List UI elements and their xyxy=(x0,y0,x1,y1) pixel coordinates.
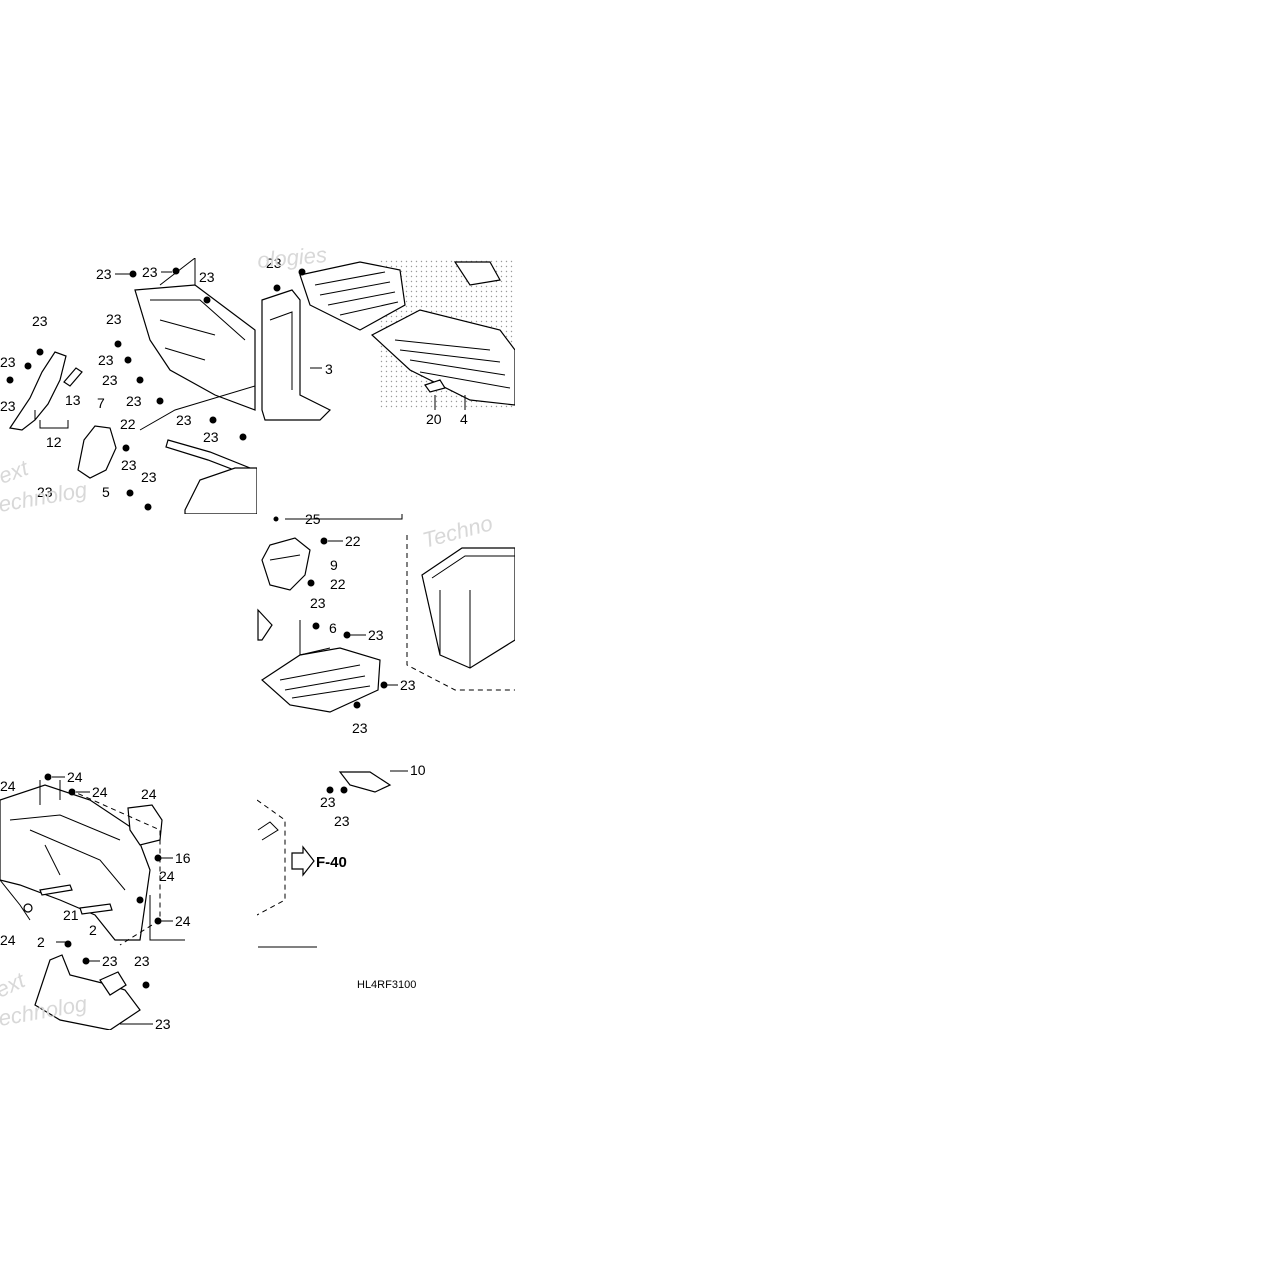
tile-bottom-left xyxy=(0,780,185,1030)
callout-24: 24 xyxy=(67,769,83,785)
callout-2: 21 xyxy=(63,907,79,923)
callout-2: 2 xyxy=(89,922,97,938)
pad-20-part xyxy=(424,379,446,393)
callout-23: 23 xyxy=(310,595,326,611)
callout-23: 23 xyxy=(0,354,16,370)
watermark: ologies xyxy=(256,242,328,273)
callout-23: 23 xyxy=(334,813,350,829)
tray-6-part xyxy=(261,647,381,713)
callout-23: 23 xyxy=(102,953,118,969)
callout-23: 23 xyxy=(320,794,336,810)
fastener-icons xyxy=(6,267,388,989)
callout-23: 23 xyxy=(199,269,215,285)
callout-21: 24 xyxy=(0,932,16,948)
watermark: ext xyxy=(0,455,32,489)
callout-23: 23 xyxy=(98,352,114,368)
guard-7-part xyxy=(77,425,117,479)
callout-23: 23 xyxy=(126,393,142,409)
callout-7: 7 xyxy=(97,395,105,411)
callout-23: 23 xyxy=(102,372,118,388)
callout-13: 13 xyxy=(65,392,81,408)
callout-20: 20 xyxy=(426,411,442,427)
tile-bottom-right xyxy=(257,771,392,948)
guard-9-part xyxy=(261,537,311,591)
callout-5: 5 xyxy=(102,484,110,500)
bracket-12-part xyxy=(8,351,67,431)
arrow-right-icon xyxy=(291,845,315,877)
callout-24: 24 xyxy=(0,778,16,794)
callout-24: 16 xyxy=(175,850,191,866)
callout-23: 23 xyxy=(0,398,16,414)
callout-23: 23 xyxy=(266,255,282,271)
diagram-code: HL4RF3100 xyxy=(357,979,416,991)
callout-23: 23 xyxy=(106,311,122,327)
watermark: Techno xyxy=(420,510,495,553)
callout-23: 23 xyxy=(142,264,158,280)
callout-24: 24 xyxy=(92,784,108,800)
callout-12: 12 xyxy=(46,434,62,450)
callout-23: 23 xyxy=(400,677,416,693)
callout-23: 23 xyxy=(368,627,384,643)
callout-23: 23 xyxy=(37,484,53,500)
callout-23: 23 xyxy=(352,720,368,736)
bracket-10-upper-part xyxy=(338,771,392,793)
callout-24: 24 xyxy=(159,868,175,884)
cargo-bin-part xyxy=(421,547,515,669)
callout-22: 22 xyxy=(120,416,136,432)
tile-top-right xyxy=(261,258,515,421)
callout-23: 23 xyxy=(203,429,219,445)
callout-23: 23 xyxy=(32,313,48,329)
callout-23: 2 xyxy=(37,934,45,950)
side-panel-3-part xyxy=(261,289,332,421)
callout-22: 22 xyxy=(345,533,361,549)
callout-23: 23 xyxy=(121,457,137,473)
stay-13-part xyxy=(63,367,83,387)
bracket-10-part xyxy=(34,954,141,1030)
lower-panel-part xyxy=(184,467,257,514)
callout-10: 10 xyxy=(410,762,426,778)
callout-10: 23 xyxy=(155,1016,171,1032)
callout-24: 24 xyxy=(175,913,191,929)
callout-3: 3 xyxy=(325,361,333,377)
callout-25: 25 xyxy=(305,511,321,527)
callout-23: 23 xyxy=(141,469,157,485)
watermark: ext xyxy=(0,967,30,1002)
panel-top-part xyxy=(134,284,256,411)
callout-6: 6 xyxy=(329,620,337,636)
reference-link[interactable]: F-40 xyxy=(316,854,347,871)
callout-9: 9 xyxy=(330,557,338,573)
callout-23: 23 xyxy=(134,953,150,969)
callout-22: 22 xyxy=(330,576,346,592)
tile-top-left xyxy=(8,258,257,514)
callout-16: 24 xyxy=(141,786,157,802)
callout-23: 23 xyxy=(176,412,192,428)
floor-panel-4-part xyxy=(370,309,515,406)
tile-middle-right xyxy=(257,514,515,713)
floor-tray-part xyxy=(299,261,406,331)
callout-4: 4 xyxy=(460,411,468,427)
callout-23: 23 xyxy=(96,266,112,282)
